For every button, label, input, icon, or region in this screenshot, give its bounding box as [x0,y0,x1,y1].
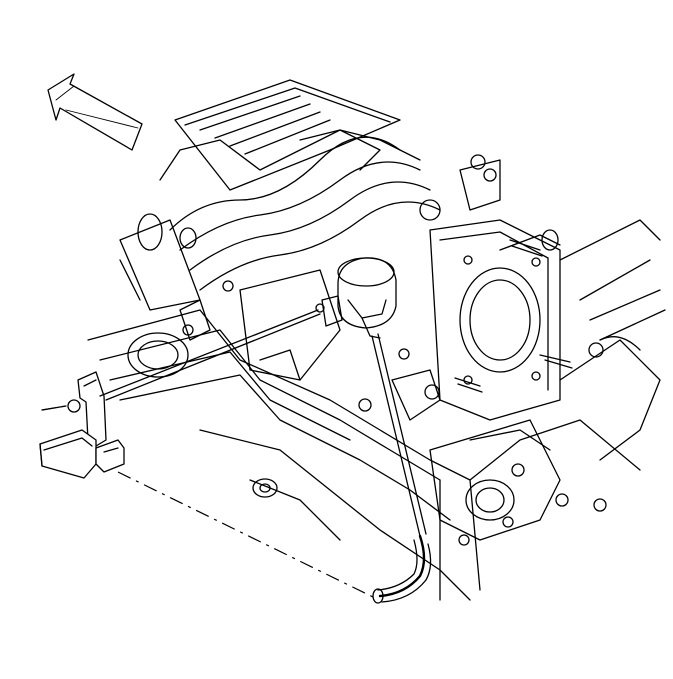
direction-arrow-icon [47,73,143,151]
sensor-module [39,429,125,479]
throttle-body [429,219,573,421]
intake-manifold [119,79,501,381]
fasteners [182,168,641,360]
vacuum-hose [371,333,432,604]
bracket-assembly [41,371,107,447]
vacuum-canister [315,257,397,339]
leader-lines [99,309,376,599]
